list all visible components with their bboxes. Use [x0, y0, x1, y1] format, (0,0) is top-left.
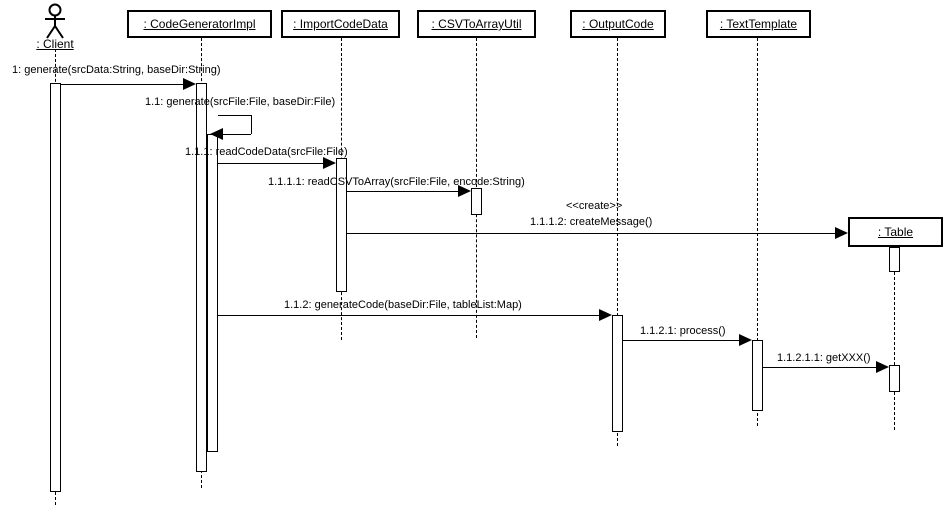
message-line-1-1-2-1: [623, 340, 740, 341]
object-label-outputcode: : OutputCode: [582, 17, 654, 31]
actor-client-label: : Client: [36, 37, 74, 51]
arrowhead-icon: [210, 128, 223, 140]
activation-client: [50, 83, 61, 492]
message-line-1-1-down: [251, 115, 252, 134]
message-label-1-1-2-1-1: 1.1.2.1.1: getXXX(): [777, 352, 871, 364]
actor-client-icon: [45, 3, 65, 39]
activation-csvtoarrayutil: [471, 188, 482, 215]
object-box-importcodedata: : ImportCodeData: [281, 10, 400, 38]
lifeline-texttemplate: [757, 38, 758, 426]
object-box-outputcode: : OutputCode: [570, 10, 666, 38]
message-line-1-1-1-2: [347, 233, 836, 234]
arrowhead-icon: [458, 185, 471, 197]
message-stereotype-create: <<create>>: [566, 200, 623, 212]
activation-outputcode: [612, 315, 623, 432]
message-line-1-1-return: [222, 134, 251, 135]
message-line-1-1-2-1-1: [762, 367, 877, 368]
object-label-texttemplate: : TextTemplate: [719, 17, 798, 31]
lifeline-table: [894, 247, 895, 430]
arrowhead-icon: [323, 157, 336, 169]
object-label-importcodedata: : ImportCodeData: [293, 17, 388, 31]
arrowhead-icon: [876, 361, 889, 373]
message-label-1-1-2-1: 1.1.2.1: process(): [640, 325, 726, 337]
arrowhead-icon: [599, 309, 612, 321]
arrowhead-icon: [183, 78, 196, 90]
activation-codegen-inner: [207, 134, 218, 452]
message-line-1-1-1: [218, 163, 324, 164]
arrowhead-icon: [739, 334, 752, 346]
message-label-1: 1: generate(srcData:String, baseDir:Stri…: [12, 64, 221, 76]
message-label-1-1-2: 1.1.2: generateCode(baseDir:File, tableL…: [284, 299, 522, 311]
message-label-1-1-1: 1.1.1: readCodeData(srcFile:File): [185, 146, 348, 158]
message-label-1-1: 1.1: generate(srcFile:File, baseDir:File…: [145, 96, 336, 108]
object-label-table: : Table: [877, 225, 914, 239]
object-box-codegeneratorimpl: : CodeGeneratorImpl: [127, 10, 272, 38]
object-box-csvtoarrayutil: : CSVToArrayUtil: [417, 10, 536, 38]
activation-table-create: [889, 247, 900, 272]
message-line-1-1-1-1: [347, 191, 459, 192]
object-label-csvtoarrayutil: : CSVToArrayUtil: [431, 17, 522, 31]
message-line-1-1-2: [218, 315, 600, 316]
message-label-1-1-1-1: 1.1.1.1: readCSVToArray(srcFile:File, en…: [268, 176, 525, 188]
activation-texttemplate: [752, 340, 763, 411]
arrowhead-icon: [835, 227, 848, 239]
object-box-table: : Table: [848, 217, 943, 247]
activation-codegen-outer: [196, 83, 207, 472]
object-box-texttemplate: : TextTemplate: [706, 10, 811, 38]
message-line-1-1-out: [218, 115, 251, 116]
message-label-1-1-1-2: 1.1.1.2: createMessage(): [530, 216, 653, 228]
object-label-codegeneratorimpl: : CodeGeneratorImpl: [143, 17, 256, 31]
activation-table-getxxx: [889, 365, 900, 392]
message-line-1: [61, 84, 185, 85]
lifeline-outputcode: [617, 38, 618, 446]
activation-importcodedata: [336, 158, 347, 292]
